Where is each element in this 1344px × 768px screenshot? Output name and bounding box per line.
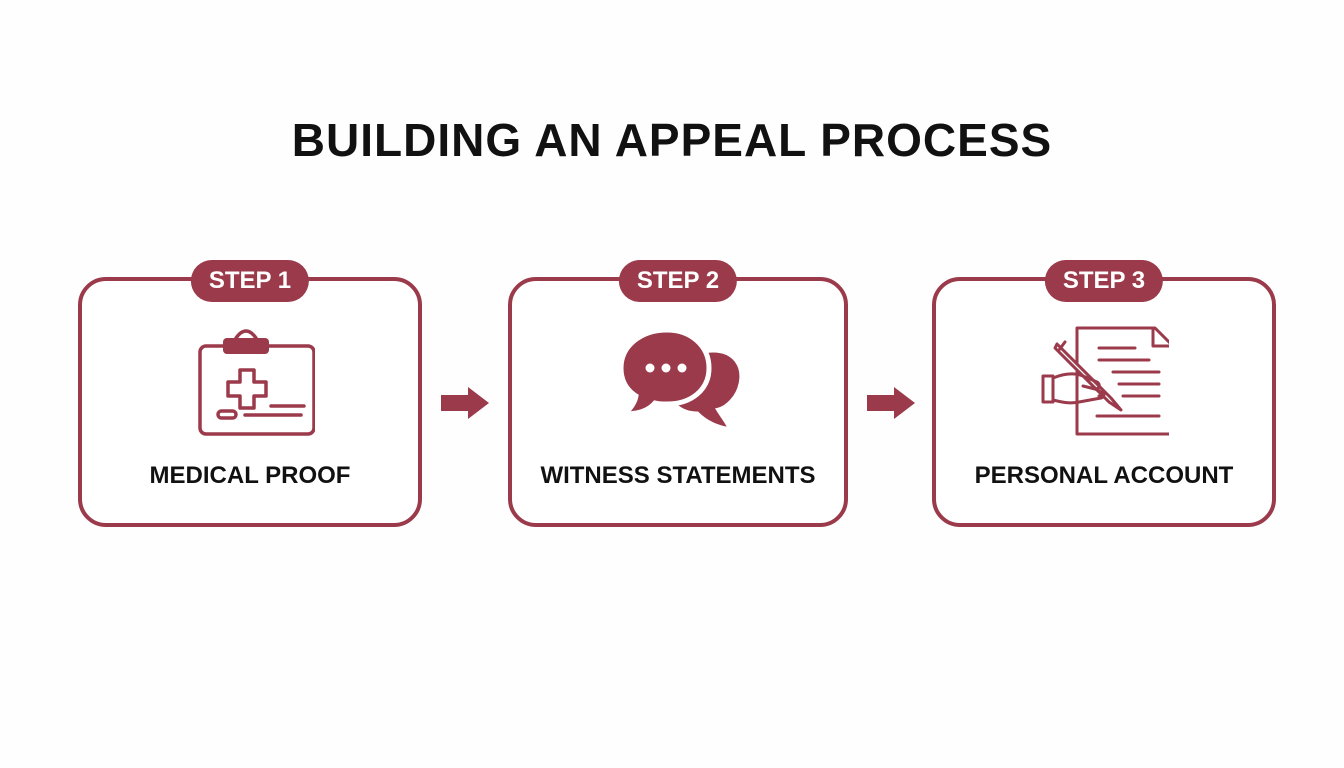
arrow-right-icon xyxy=(441,387,489,419)
step-card-1: STEP 1 MEDICAL PROOF xyxy=(78,260,422,527)
speech-bubbles-icon xyxy=(613,326,745,441)
medical-clipboard-icon xyxy=(185,326,316,441)
step-label-1: MEDICAL PROOF xyxy=(149,462,351,489)
step-card-2: STEP 2 WITNESS STATEMENTS xyxy=(508,260,848,527)
step-label-3: PERSONAL ACCOUNT xyxy=(974,462,1234,489)
arrow-right-icon xyxy=(867,387,915,419)
hand-writing-document-icon xyxy=(1039,326,1175,441)
step-badge-1: STEP 1 xyxy=(190,260,310,302)
step-badge-3: STEP 3 xyxy=(1044,260,1164,302)
step-card-3: STEP 3 PERSONAL ACCOUNT xyxy=(932,260,1276,527)
step-label-2: WITNESS STATEMENTS xyxy=(540,462,816,489)
page-title: BUILDING AN APPEAL PROCESS xyxy=(291,114,1053,166)
step-badge-2: STEP 2 xyxy=(618,260,738,302)
